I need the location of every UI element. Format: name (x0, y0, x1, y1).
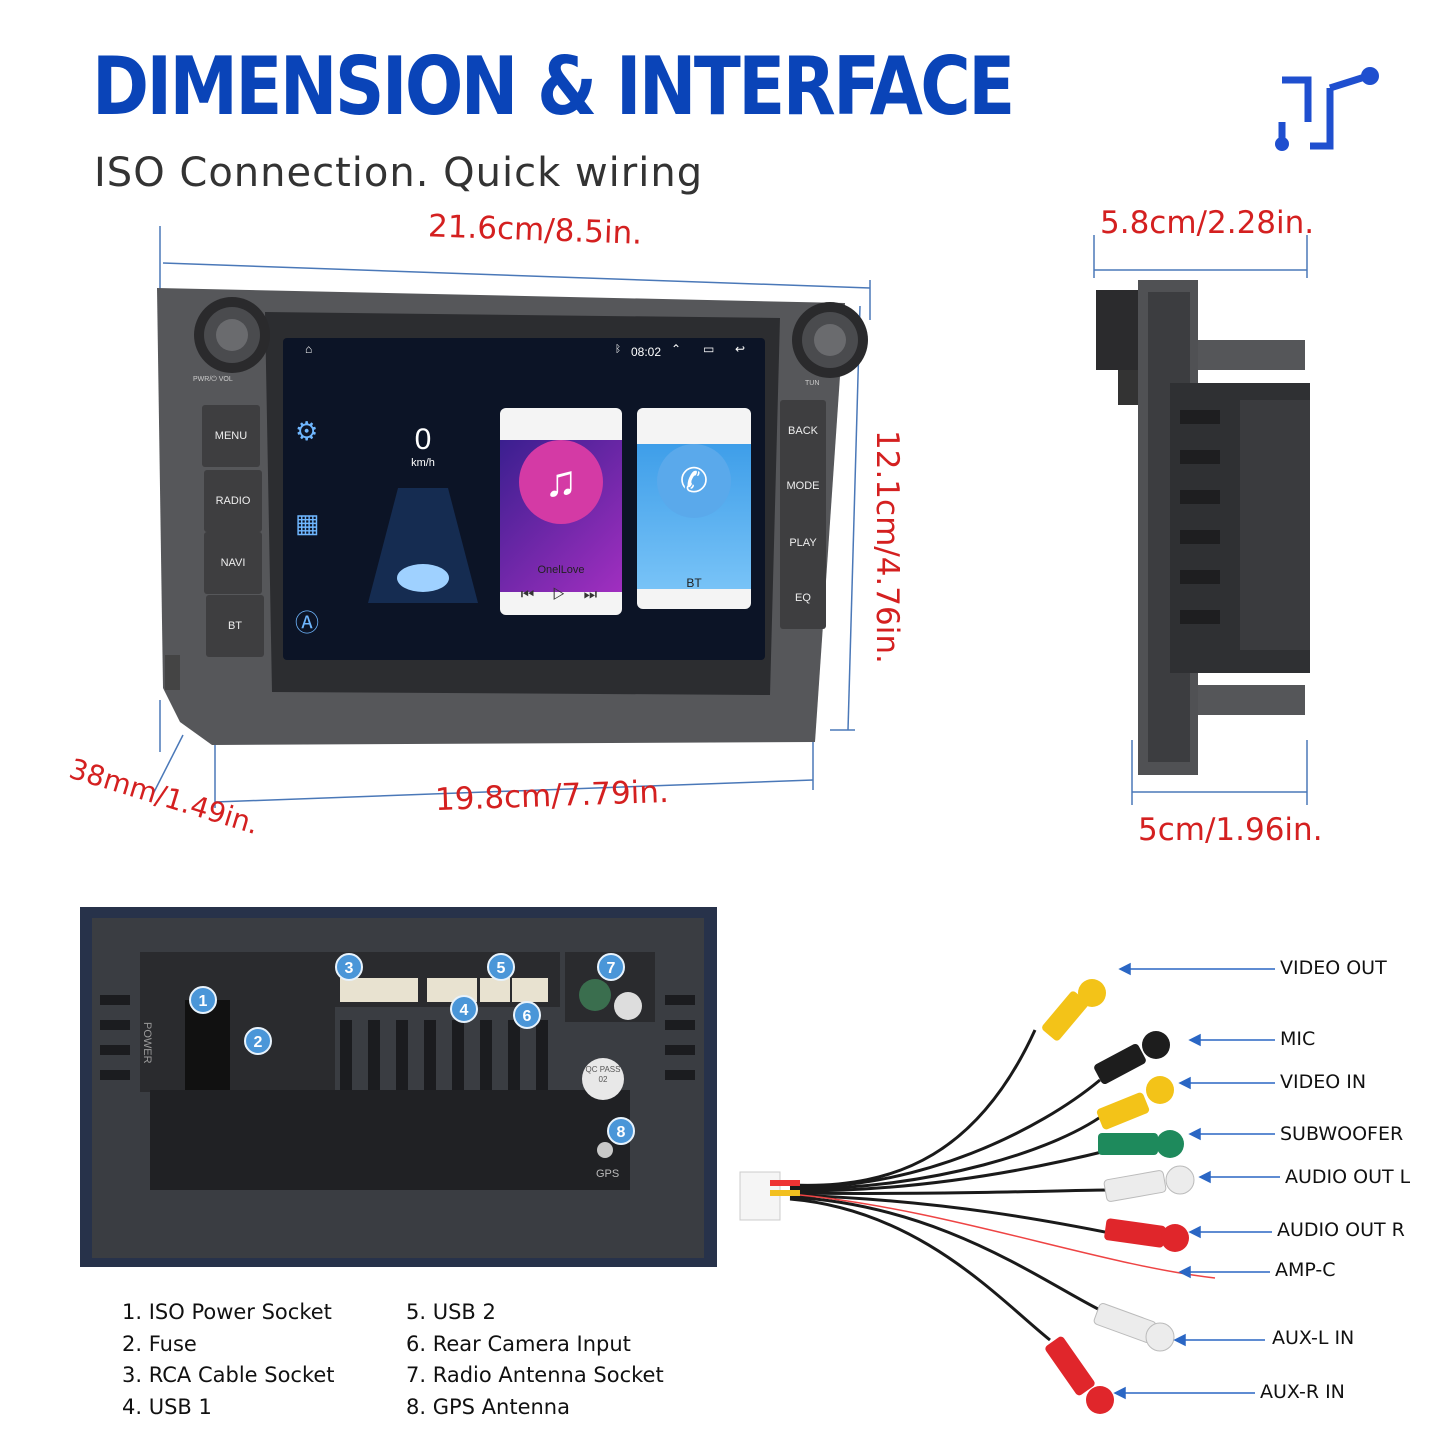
knob-left-label: PWR/⏻ VOL (193, 376, 233, 383)
legend-item: 3. RCA Cable Socket (122, 1363, 335, 1387)
badge-3: 3 (335, 953, 363, 981)
bt-label: BT (686, 576, 702, 590)
speed-value: 0 (414, 423, 432, 456)
mode-button[interactable]: MODE (780, 455, 826, 517)
badge-2: 2 (244, 1027, 272, 1055)
badge-5: 5 (487, 953, 515, 981)
legend-item: 8. GPS Antenna (406, 1394, 570, 1419)
legend-item: 5. USB 2 (406, 1300, 496, 1324)
power-label: POWER (141, 1022, 153, 1064)
bluetooth-icon: ᛒ (615, 344, 621, 355)
dimension-front-height: 12.1cm/4.76in. (869, 430, 905, 664)
head-unit-screen[interactable]: ⌂ ᛒ 08:02 ⌃ ▭ ↩ ⚙ ▦ Ⓐ 0 km/h ♫ OnelLove … (283, 338, 765, 660)
status-time: 08:02 (631, 345, 662, 359)
music-note-icon (1275, 67, 1379, 151)
cable-label-amp-c: AMP-C (1275, 1259, 1336, 1281)
bt-card[interactable]: ✆ BT (637, 408, 751, 609)
cable-label-audio-out-l: AUDIO OUT L (1285, 1166, 1410, 1188)
play-button[interactable]: PLAY (780, 512, 826, 574)
back-arrow-icon[interactable]: ↩ (735, 342, 746, 356)
recent-apps-icon[interactable]: ▭ (703, 342, 715, 356)
badge-7: 7 (597, 953, 625, 981)
dimension-side-depth-bottom: 5cm/1.96in. (1138, 812, 1323, 848)
apps-grid-icon[interactable]: ▦ (295, 508, 320, 538)
radio-button[interactable]: RADIO (204, 470, 262, 532)
legend-item: 7. Radio Antenna Socket (406, 1363, 664, 1387)
cable-label-video-out: VIDEO OUT (1280, 957, 1387, 979)
badge-1: 1 (189, 986, 217, 1014)
legend-column-2: 5. USB 2 6. Rear Camera Input 7. Radio A… (406, 1297, 664, 1423)
legend-item: 1. ISO Power Socket (122, 1300, 332, 1324)
cable-label-aux-r-in: AUX-R IN (1260, 1381, 1345, 1403)
settings-gear-icon[interactable]: ⚙ (295, 416, 319, 446)
dimension-side-depth-top: 5.8cm/2.28in. (1100, 205, 1315, 241)
navigation-icon[interactable]: Ⓐ (295, 610, 319, 637)
phone-icon: ✆ (637, 444, 751, 589)
page-subtitle: ISO Connection. Quick wiring (94, 150, 704, 196)
music-controls[interactable]: ⏮▷⏭ (520, 586, 616, 603)
badge-8: 8 (607, 1117, 635, 1145)
dimension-bottom-width: 19.8cm/7.79in. (434, 773, 670, 819)
home-icon[interactable]: ⌂ (305, 342, 313, 356)
dimension-thickness: 38mm/1.49in. (65, 752, 263, 841)
badge-4: 4 (450, 995, 478, 1023)
knob-right-label: TUN (805, 380, 820, 387)
chevron-up-icon[interactable]: ⌃ (671, 342, 682, 356)
badge-6: 6 (513, 1001, 541, 1029)
speed-unit: km/h (411, 457, 435, 469)
navi-button[interactable]: NAVI (204, 532, 262, 594)
cable-label-mic: MIC (1280, 1028, 1316, 1050)
dimension-front-width: 21.6cm/8.5in. (427, 208, 643, 252)
speedometer: 0 km/h (378, 423, 468, 469)
music-note-icon: ♫ (500, 440, 622, 592)
eq-button[interactable]: EQ (780, 567, 826, 629)
qc-pass-sticker: QC PASS 02 (582, 1058, 624, 1100)
cable-label-audio-out-r: AUDIO OUT R (1277, 1219, 1405, 1241)
music-card[interactable]: ♫ OnelLove ⏮▷⏭ (500, 408, 622, 615)
back-button[interactable]: BACK (780, 400, 826, 462)
legend-item: 4. USB 1 (122, 1394, 212, 1419)
menu-button[interactable]: MENU (202, 405, 260, 467)
bt-button[interactable]: BT (206, 595, 264, 657)
cable-label-video-in: VIDEO IN (1280, 1071, 1367, 1093)
legend-column-1: 1. ISO Power Socket 2. Fuse 3. RCA Cable… (122, 1297, 335, 1423)
legend-item: 2. Fuse (122, 1331, 197, 1356)
page-title: DIMENSION & INTERFACE (92, 40, 1015, 133)
cable-label-aux-l-in: AUX-L IN (1272, 1327, 1355, 1349)
gps-label: GPS (596, 1168, 620, 1180)
legend-item: 6. Rear Camera Input (406, 1331, 631, 1356)
music-title: OnelLove (537, 564, 585, 576)
status-bar: ⌂ ᛒ 08:02 ⌃ ▭ ↩ (283, 338, 765, 366)
cable-label-subwoofer: SUBWOOFER (1280, 1123, 1404, 1145)
car-icon (368, 488, 478, 603)
